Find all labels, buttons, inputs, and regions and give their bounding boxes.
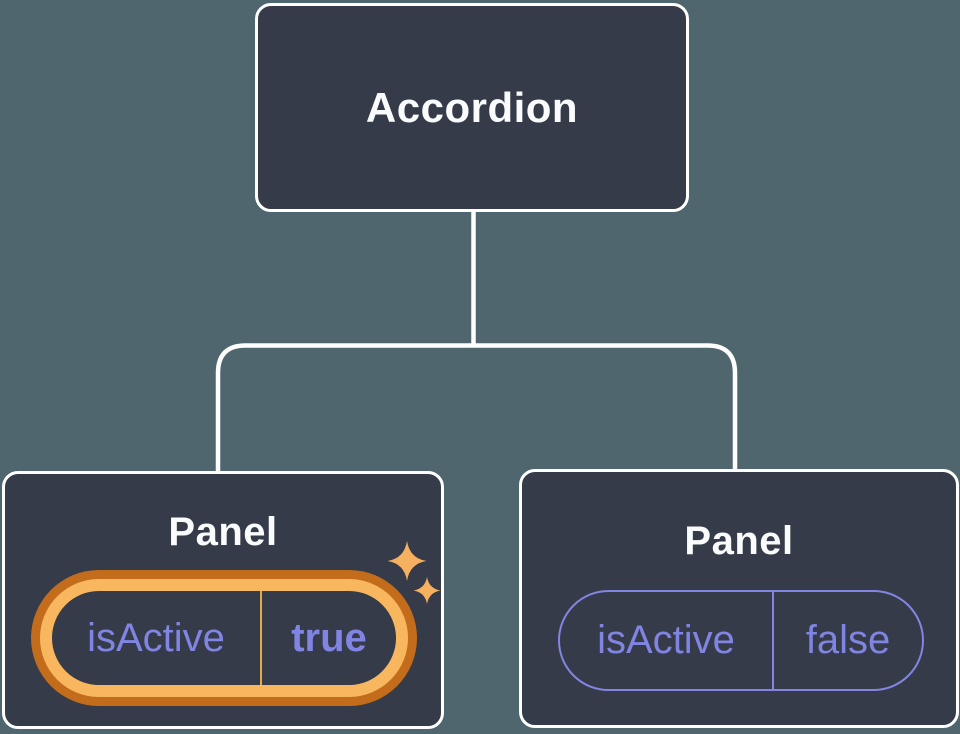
state-key-label: isActive <box>87 615 225 660</box>
state-value-label: true <box>291 615 367 660</box>
state-value-label: false <box>805 618 891 662</box>
state-key-label: isActive <box>597 618 735 662</box>
accordion-node: Accordion <box>255 3 689 212</box>
panel-node-active: Panel isActive true <box>2 471 444 729</box>
panel-node-inactive: Panel isActive false <box>519 469 959 728</box>
sparkle-large <box>387 541 427 581</box>
connector-bracket <box>215 343 738 472</box>
accordion-node-label: Accordion <box>365 83 579 131</box>
sparkles-icon <box>387 541 441 604</box>
state-pill-inactive: isActive false <box>558 590 924 691</box>
state-pill-active: isActive true <box>40 579 408 697</box>
panel-title: Panel <box>684 519 794 563</box>
state-pill-divider <box>772 592 774 689</box>
panel-title: Panel <box>168 510 278 554</box>
sparkle-small <box>413 577 441 604</box>
state-pill-divider <box>260 591 262 685</box>
